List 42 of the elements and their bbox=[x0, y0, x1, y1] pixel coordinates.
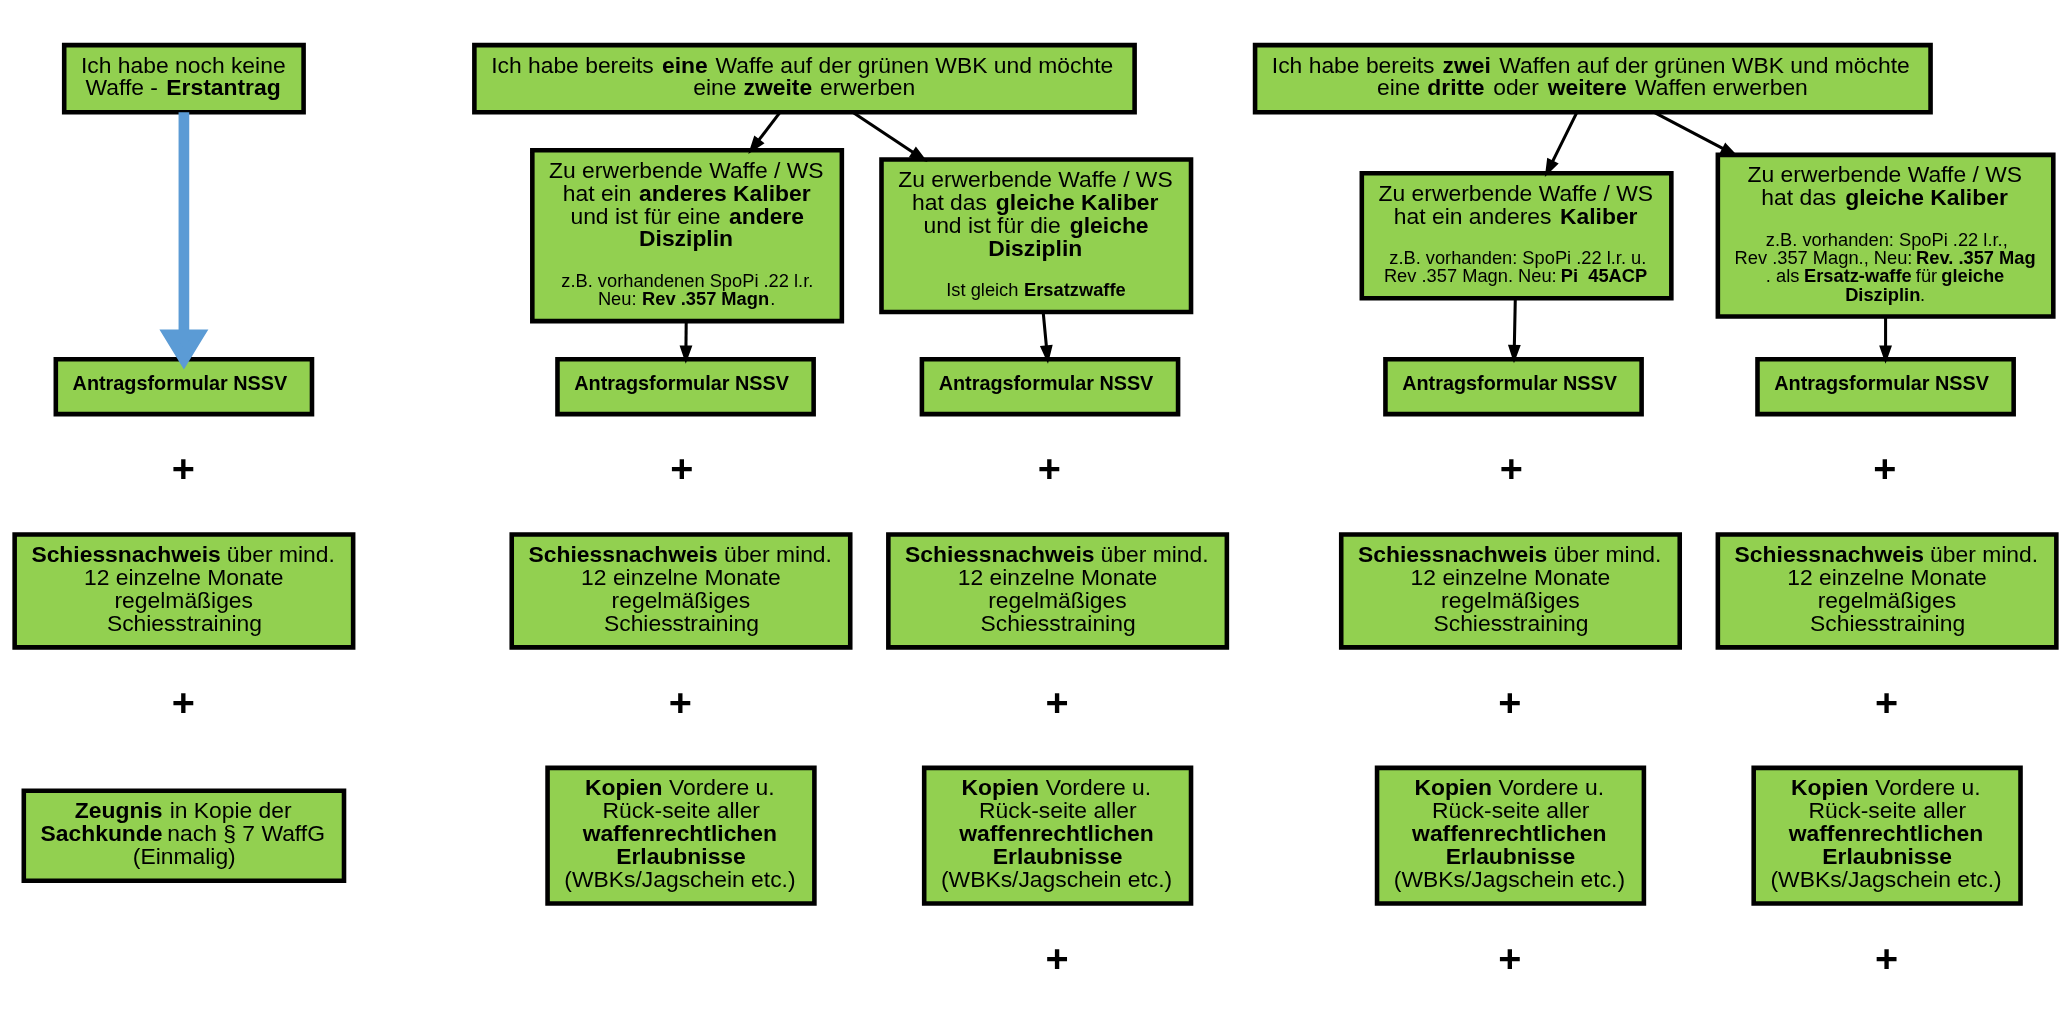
label: + bbox=[670, 445, 694, 490]
node-box: Schiessnachweis über mind. 12 einzelne Monate regelmäßiges Schiesstraining bbox=[509, 531, 853, 650]
arrow bbox=[1039, 311, 1053, 364]
node-box: Zeugnis in Kopie der Sachkunde nach § 7 WaffG (Einmalig) bbox=[21, 787, 347, 883]
label: + bbox=[1045, 679, 1069, 724]
label: + bbox=[1873, 445, 1897, 490]
node-box: Kopien Vordere u. Rück-seite aller waffenrechtlichen Erlaubnisse (WBKs/Jagschein etc.) bbox=[545, 765, 817, 906]
node-box: Antragsformular NSSV bbox=[555, 356, 816, 416]
node-box: Antragsformular NSSV bbox=[53, 356, 315, 416]
node-box: Ich habe noch keine Waffe - Erstantrag bbox=[61, 42, 306, 114]
node-box: Schiessnachweis über mind. 12 einzelne Monate regelmäßiges Schiesstraining bbox=[12, 531, 356, 650]
label: + bbox=[1874, 679, 1899, 724]
label: + bbox=[1045, 935, 1069, 980]
node-box: Antragsformular NSSV bbox=[1755, 356, 2016, 416]
arrow bbox=[679, 320, 693, 364]
node-box: Schiessnachweis über mind. 12 einzelne Monate regelmäßiges Schiesstraining bbox=[886, 531, 1230, 650]
node-box: Zu erwerbende Waffe / WS hat ein anderes Kaliber z.B. vorhanden: SpoPi .22 l.r. u. Rev .357 Magn. Neu: Pi 45ACP bbox=[1359, 170, 1674, 300]
arrow bbox=[748, 111, 781, 154]
arrow bbox=[1507, 297, 1521, 363]
node-box: Kopien Vordere u. Rück-seite aller waffenrechtlichen Erlaubnisse (WBKs/Jagschein etc.) bbox=[1374, 765, 1647, 906]
arrow bbox=[1879, 316, 1892, 364]
label: + bbox=[1498, 935, 1522, 980]
node-box: Schiessnachweis über mind. 12 einzelne Monate regelmäßiges Schiesstraining bbox=[1338, 531, 1682, 650]
label: + bbox=[1499, 445, 1523, 490]
label: + bbox=[1498, 679, 1522, 724]
node-box: Zu erwerbende Waffe / WS hat das gleiche Kaliber und ist für die gleiche Disziplin Ist gleich Ersatzwaffe bbox=[879, 156, 1194, 314]
arrow bbox=[1544, 111, 1578, 177]
node-box: Kopien Vordere u. Rück-seite aller waffenrechtlichen Erlaubnisse (WBKs/Jagschein etc.) bbox=[921, 765, 1194, 906]
label: + bbox=[1874, 935, 1899, 980]
label: + bbox=[171, 679, 195, 724]
label: + bbox=[668, 679, 692, 724]
node-box: Ich habe bereits eine Waffe auf der grünen WBK und möchte eine zweite erwerben bbox=[472, 42, 1137, 114]
node-box: Zu erwerbende Waffe / WS hat das gleiche Kaliber z.B. vorhanden: SpoPi .22 l.r., Rev .357 Magn., Neu: Rev. .357 Mag. als Ersatz-waffe für gleiche Disziplin. bbox=[1715, 152, 2056, 319]
label: + bbox=[171, 445, 195, 490]
node-box: Schiessnachweis über mind. 12 einzelne Monate regelmäßiges Schiesstraining bbox=[1715, 531, 2059, 650]
node-box: Ich habe bereits zwei Waffen auf der grünen WBK und möchte eine dritte oder weitere Waffen erwerben bbox=[1252, 42, 1933, 114]
node-box: Kopien Vordere u. Rück-seite aller waffenrechtlichen Erlaubnisse (WBKs/Jagschein etc.) bbox=[1751, 765, 2023, 906]
node-box: Zu erwerbende Waffe / WS hat ein anderes Kaliber und ist für eine andere Disziplin z.B. vorhandenen SpoPi .22 l.r. Neu: Rev .357 Magn. bbox=[530, 147, 845, 323]
node-box: Antragsformular NSSV bbox=[919, 356, 1181, 416]
node-box: Antragsformular NSSV bbox=[1383, 356, 1644, 416]
arrow bbox=[159, 111, 209, 369]
label: + bbox=[1037, 445, 1061, 490]
